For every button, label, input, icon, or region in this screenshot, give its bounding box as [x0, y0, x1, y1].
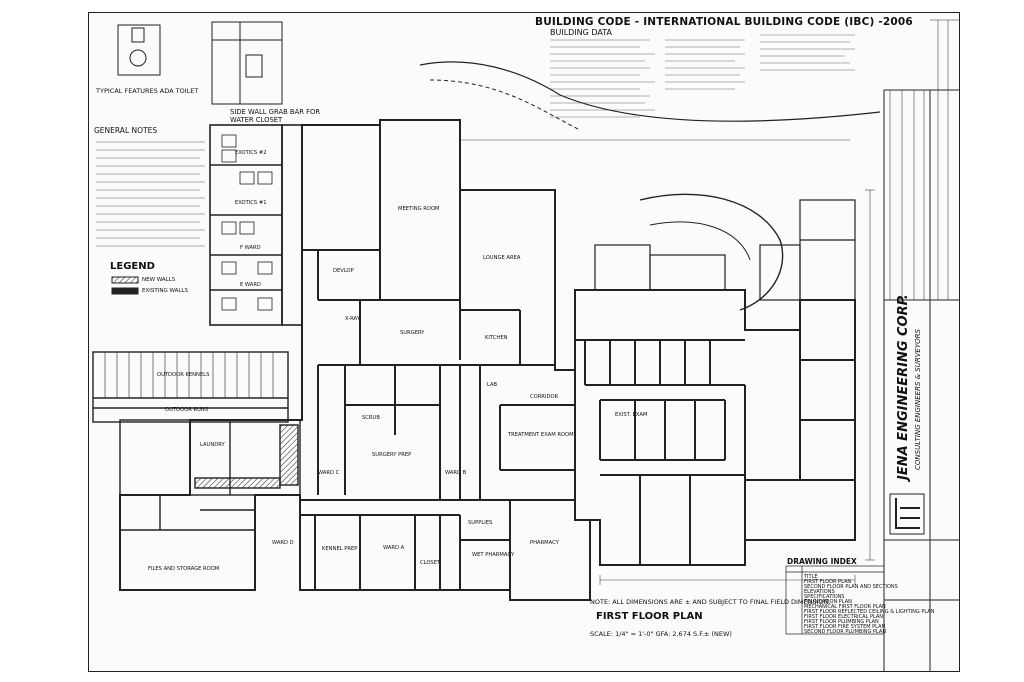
legend-existing-walls-swatch	[111, 287, 139, 295]
plan-scale: SCALE: 1/4" = 1'-0" GFA: 2,674 S.F.± (NE…	[590, 630, 732, 638]
firm-tagline: CONSULTING ENGINEERS & SURVEYORS	[914, 329, 922, 470]
setback-line	[429, 79, 581, 131]
building-data-lines	[550, 34, 855, 118]
room-pharmacy: PHARMACY	[530, 540, 559, 546]
revision-table	[889, 19, 960, 300]
drawing-index-item: FIRST FLOOR ELECTRICAL PLAN	[804, 614, 884, 620]
legend-title: LEGEND	[110, 261, 155, 272]
room-laundry: LAUNDRY	[200, 442, 225, 448]
title-block	[883, 89, 960, 672]
drawing-index-item: FIRST FLOOR PLUMBING PLAN	[804, 619, 879, 625]
dimension-lines	[460, 139, 875, 585]
room-e-ward: E WARD	[240, 282, 261, 288]
room-xray: X-RAY	[345, 316, 360, 322]
room-scrub: SCRUB	[362, 415, 380, 421]
drawing-index-item: FIRST FLOOR REFLECTED CEILING & LIGHTING…	[804, 609, 935, 615]
drawing-index-item: SPECIFICATIONS	[804, 594, 845, 600]
room-lounge: LOUNGE AREA	[483, 255, 521, 261]
room-surgery-prep: SURGERY PREP	[372, 452, 412, 458]
room-closet: CLOSET	[420, 560, 441, 566]
room-ward-a: WARD A	[383, 545, 405, 551]
upper-right-rooms	[594, 199, 856, 301]
laundry-area	[119, 419, 301, 496]
room-ward-b: WARD B	[445, 470, 467, 476]
right-building-walls	[574, 289, 856, 566]
room-kitchen: KITCHEN	[485, 335, 508, 341]
room-exist-exam: EXIST. EXAM	[615, 412, 648, 418]
room-ward-c: WARD C	[318, 470, 340, 476]
legend-existing-walls: EXISTING WALLS	[142, 288, 188, 294]
ada-toilet-detail	[117, 21, 283, 105]
kennel-cages	[221, 134, 273, 311]
property-line	[419, 61, 881, 122]
room-outdoor-kennels: OUTDOOR KENNELS	[157, 372, 210, 378]
lower-left-rooms	[120, 495, 255, 531]
room-exotics-1: EXOTICS #1	[235, 200, 267, 206]
kennel-run-dividers	[104, 352, 274, 398]
drawing-index-title: DRAWING INDEX	[787, 557, 857, 566]
room-f-ward: F WARD	[240, 245, 261, 251]
left-wing-walls	[209, 124, 303, 326]
driveway-curve	[639, 193, 784, 311]
legend-new-walls-swatch	[111, 276, 139, 284]
room-corridor: CORRIDOR	[530, 394, 559, 400]
drawing-index-item: FIRST FLOOR FIRE SYSTEM PLAN	[804, 624, 886, 630]
general-notes-lines	[96, 141, 205, 247]
drawing-index-item: SECOND FLOOR PLAN AND SECTIONS	[804, 584, 898, 590]
drawing-index-item: MECHANICAL FIRST FLOOR PLAN	[804, 604, 886, 610]
ada-toilet-label: TYPICAL FEATURES ADA TOILET	[96, 87, 199, 95]
room-surgery: SURGERY	[400, 330, 425, 336]
grab-bar-label-1: SIDE WALL GRAB BAR FOR	[230, 108, 321, 116]
dimension-note: NOTE: ALL DIMENSIONS ARE ± AND SUBJECT T…	[590, 598, 831, 606]
grab-bar-label-2: WATER CLOSET	[230, 116, 283, 124]
room-wet-pharmacy: WET PHARMACY	[472, 552, 515, 558]
room-lab: LAB	[487, 382, 498, 388]
building-code-title: BUILDING CODE - INTERNATIONAL BUILDING C…	[535, 16, 913, 28]
room-meeting: MEETING ROOM	[398, 206, 440, 212]
driveway-inner	[649, 221, 751, 261]
drawing-index-item: TITLE	[804, 574, 818, 580]
room-develop: DEVLOP	[333, 268, 354, 274]
first-floor-plan-title: FIRST FLOOR PLAN	[596, 611, 703, 622]
room-treatment: TREATMENT EXAM ROOM	[508, 432, 574, 438]
room-exotics-2: EXOTICS #2	[235, 150, 267, 156]
room-kennel-prep: KENNEL PREP	[322, 546, 358, 552]
room-ward-d: WARD D	[272, 540, 294, 546]
drawing-index-item: FOUNDATION PLAN	[804, 599, 852, 605]
room-files-storage: FILES AND STORAGE ROOM	[148, 566, 220, 572]
room-supplies: SUPPLIES	[468, 520, 493, 526]
legend-new-walls: NEW WALLS	[142, 277, 176, 283]
drawing-sheet-border	[88, 12, 960, 672]
general-notes-title: GENERAL NOTES	[94, 126, 158, 135]
building-data-title: BUILDING DATA	[550, 28, 613, 37]
drawing-index-item: SECOND FLOOR PLUMBING PLAN	[804, 629, 887, 635]
firm-name: JENA ENGINEERING CORP.	[896, 294, 911, 480]
drawing-index-item: FIRST FLOOR PLAN	[804, 579, 852, 585]
room-outdoor-runs: OUTDOOR RUNS	[165, 407, 209, 413]
main-building-walls	[119, 119, 591, 601]
drawing-index-item: ELEVATIONS	[804, 589, 835, 595]
je-logo	[889, 493, 925, 535]
